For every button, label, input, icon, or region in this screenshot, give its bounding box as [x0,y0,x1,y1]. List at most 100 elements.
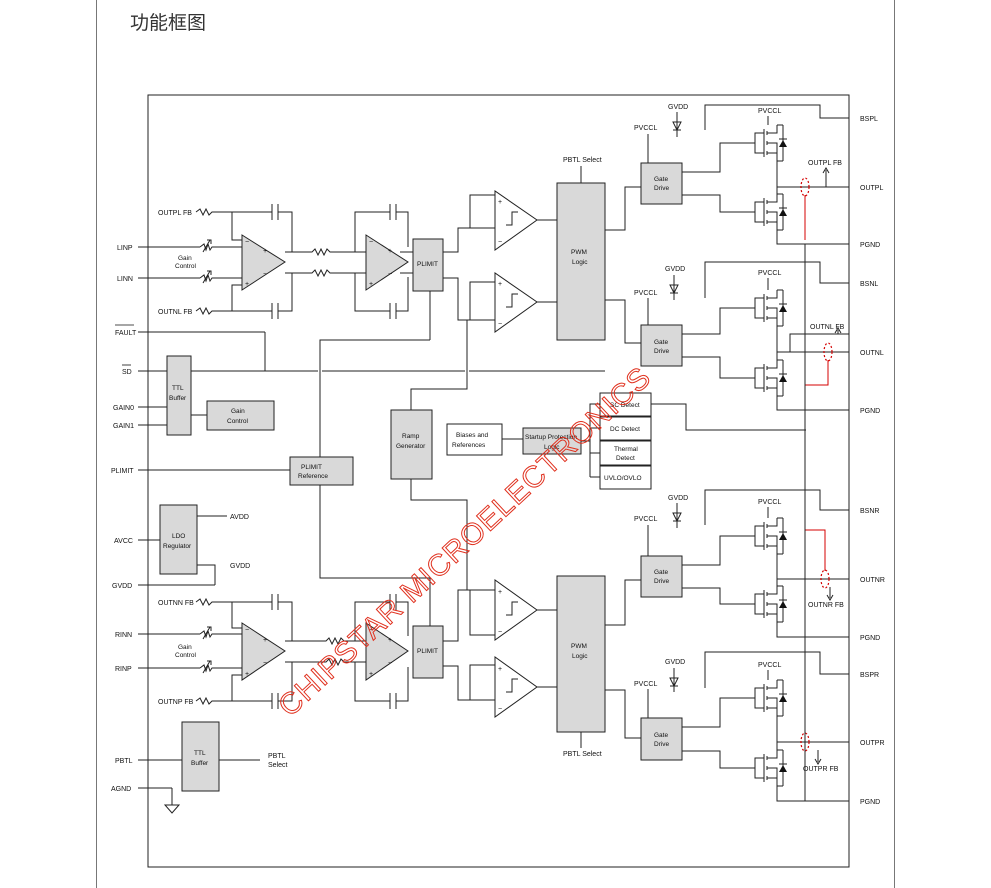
svg-text:GVDD: GVDD [665,266,685,273]
svg-text:PVCCL: PVCCL [634,125,657,132]
page-border-left [96,0,97,888]
output-stage-outpl: GVDD PVCCL Gate Drive PVCCL OUTPL FB [634,104,849,245]
dc-detect-label: DC Detect [610,426,640,433]
pin-bspl: BSPL [860,116,878,123]
svg-text:+: + [263,248,267,255]
pin-agnd: AGND [111,786,131,793]
svg-text:Gate: Gate [654,176,668,183]
gvdd-out: GVDD [230,563,250,570]
svg-text:+: + [388,248,392,255]
svg-text:−: − [245,239,249,246]
svg-text:+: + [498,199,502,206]
ldo-2: Regulator [163,543,192,550]
pin-bsnr: BSNR [860,508,879,515]
svg-text:−: − [245,627,249,634]
pwm-top-1: PWM [571,249,587,256]
output-stage-outpr: GVDD PVCCL Gate Drive PVCCL OUTPR FB [634,651,849,802]
gain-control-l-1: Gain [178,255,192,262]
svg-text:PVCCL: PVCCL [758,662,781,669]
svg-text:+: + [498,281,502,288]
gain-control-block-2: Control [227,418,249,425]
pin-outnr: OUTNR [860,577,885,584]
pin-sd: SD [122,369,132,376]
pin-outnl: OUTNL [860,350,884,357]
svg-text:+: + [498,666,502,673]
svg-text:OUTNR FB: OUTNR FB [808,602,844,609]
pin-bspr: BSPR [860,672,879,679]
svg-text:Drive: Drive [654,185,670,192]
svg-text:PVCCL: PVCCL [758,499,781,506]
svg-text:Gate: Gate [654,569,668,576]
svg-text:PVCCL: PVCCL [758,108,781,115]
pin-fault: FAULT [115,330,137,337]
plimit-top-label: PLIMIT [417,261,438,268]
svg-text:−: − [498,239,502,246]
chip-boundary [147,94,850,868]
pin-pgnd-4: PGND [860,799,880,806]
sc-detect-label: SC Detect [610,402,640,409]
plimit-reference-2: Reference [298,473,328,480]
pin-outpl: OUTPL [860,185,883,192]
pwm-logic-top [556,182,606,341]
biases-1: Biases and [456,432,489,439]
pin-pbtl: PBTL [115,758,133,765]
gain-control-l-2: Control [175,263,197,270]
svg-text:+: + [245,671,249,678]
left-pins: LINP LINN FAULT SD GAIN0 GAIN1 PLIMIT AV… [111,245,290,814]
svg-text:−: − [388,660,392,667]
svg-text:GVDD: GVDD [665,659,685,666]
biases-block [446,423,503,456]
ttl-buffer-pbtl-2: Buffer [191,760,209,767]
comparator-top-1 [494,190,538,251]
svg-text:Gate: Gate [654,732,668,739]
gain-control-block-1: Gain [231,408,245,415]
pin-linp: LINP [117,245,133,252]
svg-text:−: − [498,321,502,328]
svg-text:PVCCL: PVCCL [634,681,657,688]
pin-pgnd-2: PGND [860,408,880,415]
svg-text:−: − [388,271,392,278]
pin-gain1: GAIN1 [113,423,134,430]
svg-text:+: + [388,637,392,644]
preamp-left [241,234,286,291]
startup-1: Startup Protection [525,434,577,441]
biases-2: References [452,442,486,449]
svg-text:PVCCL: PVCCL [634,516,657,523]
svg-text:Drive: Drive [654,741,670,748]
plimit-top-block [412,238,444,292]
ldo-regulator-block [159,504,198,575]
pin-avcc: AVCC [114,538,133,545]
output-stage-outnl: GVDD PVCCL Gate Drive PVCCL OUTNL FB [634,261,849,411]
svg-text:−: − [369,627,373,634]
svg-text:+: + [369,281,373,288]
startup-protection-block [522,427,582,455]
pbtl-select-bottom: PBTL Select [563,751,602,758]
ttl-buffer-2: Buffer [169,395,187,402]
svg-text:PVCCL: PVCCL [634,290,657,297]
pin-outpr: OUTPR [860,740,885,747]
label-outnl-fb: OUTNL FB [158,309,193,316]
gain-control-r-1: Gain [178,644,192,651]
comparator-bottom-2 [494,656,538,718]
pbtl-select-out-2: Select [268,762,288,769]
pin-pgnd-1: PGND [860,242,880,249]
ramp-generator-1: Ramp [402,433,420,440]
ttl-buffer-1: TTL [172,385,184,392]
preamp-right [241,622,286,681]
comparator-top-2 [494,272,538,333]
page-border-right [894,0,895,888]
pwm-bottom-1: PWM [571,643,587,650]
label-outpl-fb: OUTPL FB [158,210,192,217]
uvlo-ovlo-label: UVLO/OVLO [604,475,642,482]
svg-text:+: + [245,281,249,288]
svg-text:−: − [369,239,373,246]
pin-linn: LINN [117,276,133,283]
svg-text:+: + [263,637,267,644]
svg-text:Drive: Drive [654,578,670,585]
svg-text:OUTNL FB: OUTNL FB [810,324,845,331]
pin-plimit: PLIMIT [111,468,134,475]
ttl-buffer-block [166,355,192,436]
gain-control-block [206,400,275,431]
svg-text:Drive: Drive [654,348,670,355]
